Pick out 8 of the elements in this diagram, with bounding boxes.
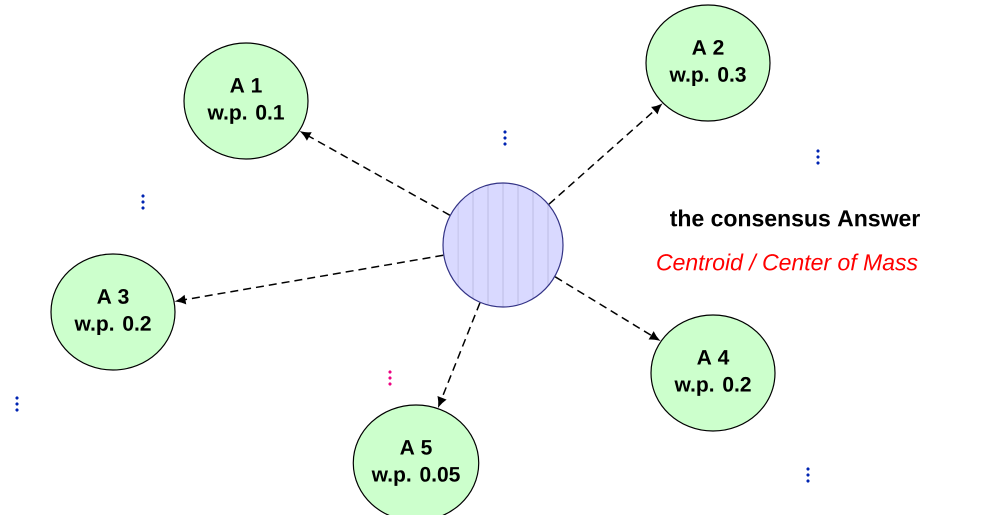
center-ellipse — [442, 182, 564, 308]
caption-text: the consensus Answer — [670, 210, 920, 226]
dashed-arrow — [438, 302, 481, 406]
caption-text: Centroid / Center of Mass — [657, 254, 918, 270]
dashed-arrow — [548, 104, 662, 205]
dashed-arrow — [301, 132, 450, 216]
dashed-arrow — [554, 276, 660, 340]
dashed-arrow — [176, 254, 444, 304]
